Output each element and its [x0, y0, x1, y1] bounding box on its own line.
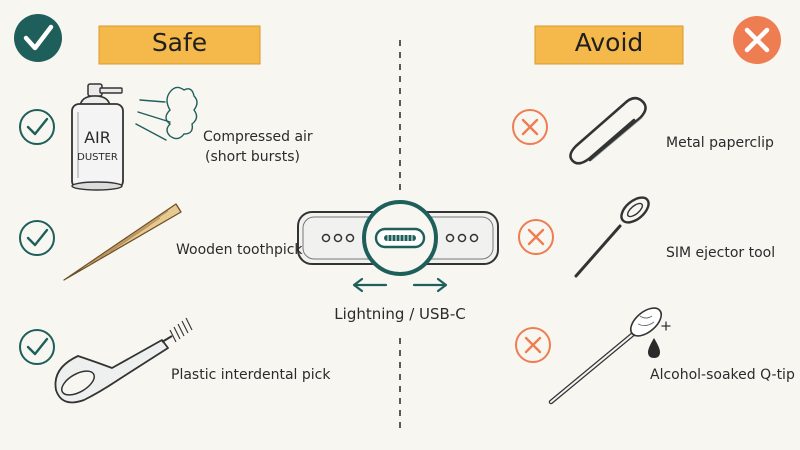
port-label: Lightning / USB-C [334, 305, 466, 323]
can-text-air: AIR [84, 128, 111, 147]
check-icon [19, 220, 55, 256]
sim-ejector-icon [574, 196, 650, 278]
speaker-grille-left [321, 233, 355, 243]
avoid-heading: Avoid [574, 28, 644, 57]
sim-ejector-label: SIM ejector tool [666, 245, 776, 261]
alcohol-drop-icon [648, 321, 671, 358]
air-spray-icon [135, 86, 198, 141]
air-duster-can-icon [71, 83, 124, 191]
can-text-duster: DUSTER [77, 152, 118, 163]
wooden-toothpick-icon [63, 203, 182, 281]
avoid-badge-icon [733, 16, 781, 64]
compressed-air-label: Compressed air [203, 129, 313, 145]
interdental-pick-label: Plastic interdental pick [171, 367, 331, 383]
x-icon [512, 109, 548, 145]
safe-badge-icon [14, 14, 62, 62]
x-icon [518, 219, 554, 255]
safe-banner [98, 25, 261, 65]
wooden-toothpick-label: Wooden toothpick [176, 242, 303, 258]
check-icon [19, 329, 55, 365]
interdental-pick-icon [54, 317, 193, 404]
speaker-grille-right [445, 233, 479, 243]
paperclip-label: Metal paperclip [666, 135, 774, 151]
charging-port-icon [362, 200, 438, 276]
compressed-air-sublabel: (short bursts) [205, 149, 300, 165]
q-tip-label: Alcohol-soaked Q-tip [650, 367, 795, 383]
avoid-banner [534, 25, 684, 65]
safe-heading: Safe [151, 28, 208, 57]
q-tip-icon [548, 307, 663, 405]
check-icon [19, 109, 55, 145]
paperclip-icon [569, 96, 647, 165]
double-arrow-icon [352, 277, 448, 293]
x-icon [515, 327, 551, 363]
